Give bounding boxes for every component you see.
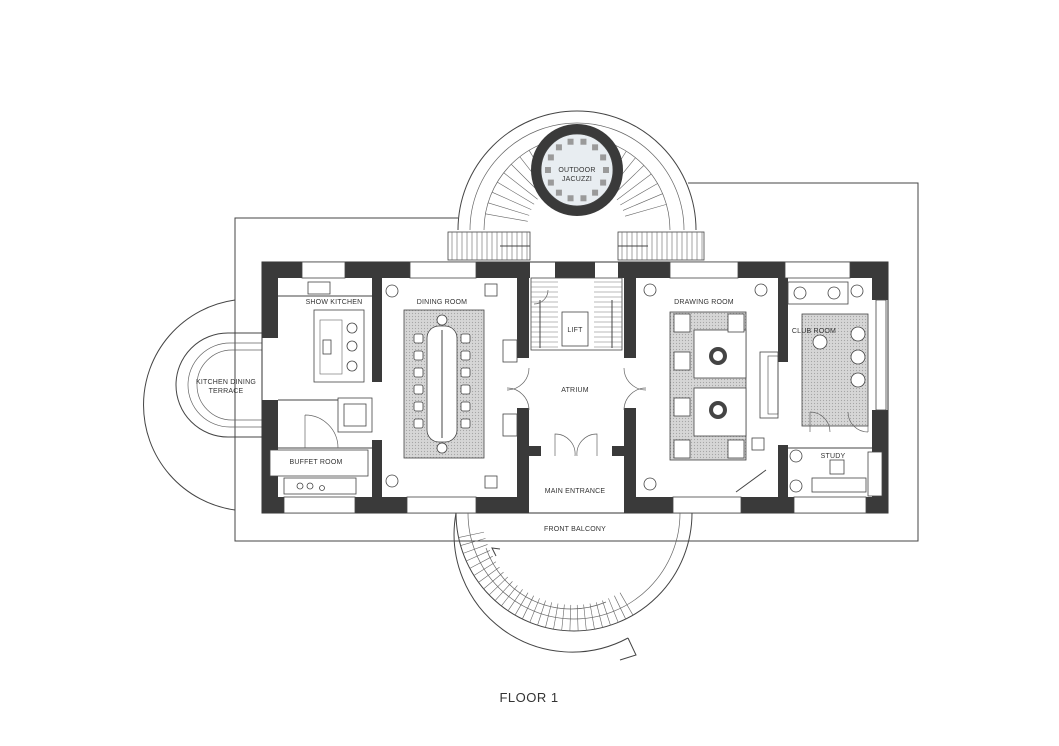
dining-room — [385, 283, 498, 489]
jacuzzi-seats — [545, 138, 609, 202]
stair-tread — [608, 598, 619, 623]
stair-tread — [503, 172, 538, 200]
dining-chairs — [413, 314, 471, 454]
room-label-main-entrance: MAIN ENTRANCE — [545, 488, 606, 495]
stair-tread — [458, 531, 485, 538]
dining-chair — [413, 418, 424, 429]
stair-tread — [491, 191, 532, 210]
stair-tread — [569, 604, 572, 631]
stair-tread — [545, 602, 553, 628]
stair-tread — [469, 555, 493, 569]
room-label-kitchen-dining-terrace-1: KITCHEN DINING — [196, 379, 256, 386]
stair-tread — [589, 603, 595, 630]
dining-chair — [460, 401, 471, 412]
stair-tread — [494, 581, 513, 601]
dining-chair — [413, 350, 424, 361]
core-stair-treads — [531, 281, 622, 348]
jacuzzi-seat — [547, 179, 554, 186]
stair-tread — [576, 604, 579, 631]
room-label-lift: LIFT — [567, 327, 583, 334]
dining-chair — [413, 367, 424, 378]
north-stair-left-treads — [451, 232, 528, 260]
stair-tread — [483, 571, 504, 590]
dining-chair — [436, 442, 448, 454]
floor-title: FLOOR 1 — [499, 690, 558, 705]
front-stair-treads — [458, 531, 634, 631]
stair-tread — [497, 181, 535, 205]
jacuzzi-seat — [580, 195, 587, 202]
room-label-dining-room: DINING ROOM — [417, 299, 467, 306]
stair-core — [530, 277, 623, 351]
jacuzzi-seat — [600, 179, 607, 186]
stair-tread — [620, 183, 658, 206]
stair-tread — [501, 585, 518, 607]
stair-tread — [622, 193, 663, 211]
room-label-outdoor-jacuzzi-2: JACUZZI — [562, 176, 592, 183]
dining-chair — [460, 350, 471, 361]
jacuzzi-seat — [545, 167, 551, 173]
building-walls — [261, 261, 889, 514]
stair-tread — [487, 202, 530, 216]
jacuzzi-seat — [555, 189, 562, 196]
front-balcony — [453, 512, 693, 661]
jacuzzi-seat — [592, 189, 599, 196]
dining-chair — [460, 367, 471, 378]
stair-tread — [553, 603, 559, 630]
club-room — [787, 281, 887, 433]
jacuzzi-seat — [567, 138, 574, 145]
room-label-show-kitchen: SHOW KITCHEN — [306, 299, 363, 306]
dining-chair — [436, 314, 448, 326]
stair-tread — [460, 538, 486, 546]
stair-tread — [488, 576, 509, 596]
jacuzzi-seat — [555, 144, 562, 151]
stair-tread — [614, 595, 626, 620]
room-label-outdoor-jacuzzi-1: OUTDOOR — [558, 167, 595, 174]
terrace-outline — [143, 182, 919, 542]
drawing-room — [643, 283, 779, 493]
stair-tread — [624, 204, 667, 217]
stair-tread — [537, 600, 546, 626]
jacuzzi-seat — [603, 167, 609, 173]
jacuzzi-seat — [567, 195, 574, 202]
dining-chair — [413, 384, 424, 395]
dining-chair — [460, 418, 471, 429]
stair-tread — [473, 561, 497, 576]
north-rotunda: OUTDOOR JACUZZI — [447, 110, 705, 261]
dining-chair — [413, 401, 424, 412]
stair-tread — [514, 592, 529, 616]
dining-chair — [460, 333, 471, 344]
jacuzzi-seat — [580, 138, 587, 145]
room-label-study: STUDY — [821, 453, 846, 460]
room-label-front-balcony: FRONT BALCONY — [544, 526, 606, 533]
dining-chair — [413, 333, 424, 344]
jacuzzi-water — [540, 133, 614, 207]
show-kitchen — [278, 281, 373, 449]
room-label-atrium: ATRIUM — [561, 387, 589, 394]
dining-chair — [460, 384, 471, 395]
stair-tread — [602, 600, 611, 626]
stair-tread — [507, 589, 523, 611]
stair-tread — [463, 544, 488, 554]
jacuzzi-seat — [547, 154, 554, 161]
atrium — [502, 339, 647, 457]
stair-tread — [485, 213, 528, 222]
stair-tread — [616, 173, 652, 201]
room-label-drawing-room: DRAWING ROOM — [674, 299, 734, 306]
stair-tread — [478, 566, 500, 583]
room-label-club-room: CLUB ROOM — [792, 328, 836, 335]
stair-tread — [619, 592, 634, 616]
stair-tread — [466, 550, 491, 562]
stair-tread — [595, 602, 603, 628]
stair-tread — [583, 604, 587, 631]
stair-tread — [529, 598, 540, 623]
stair-tread — [561, 604, 565, 631]
buffet-room — [269, 449, 369, 495]
jacuzzi-seat — [600, 154, 607, 161]
room-label-kitchen-dining-terrace-2: TERRACE — [209, 388, 244, 395]
stair-tread — [522, 595, 534, 620]
study — [789, 449, 883, 497]
jacuzzi-seat — [592, 144, 599, 151]
room-label-buffet-room: BUFFET ROOM — [289, 459, 342, 466]
